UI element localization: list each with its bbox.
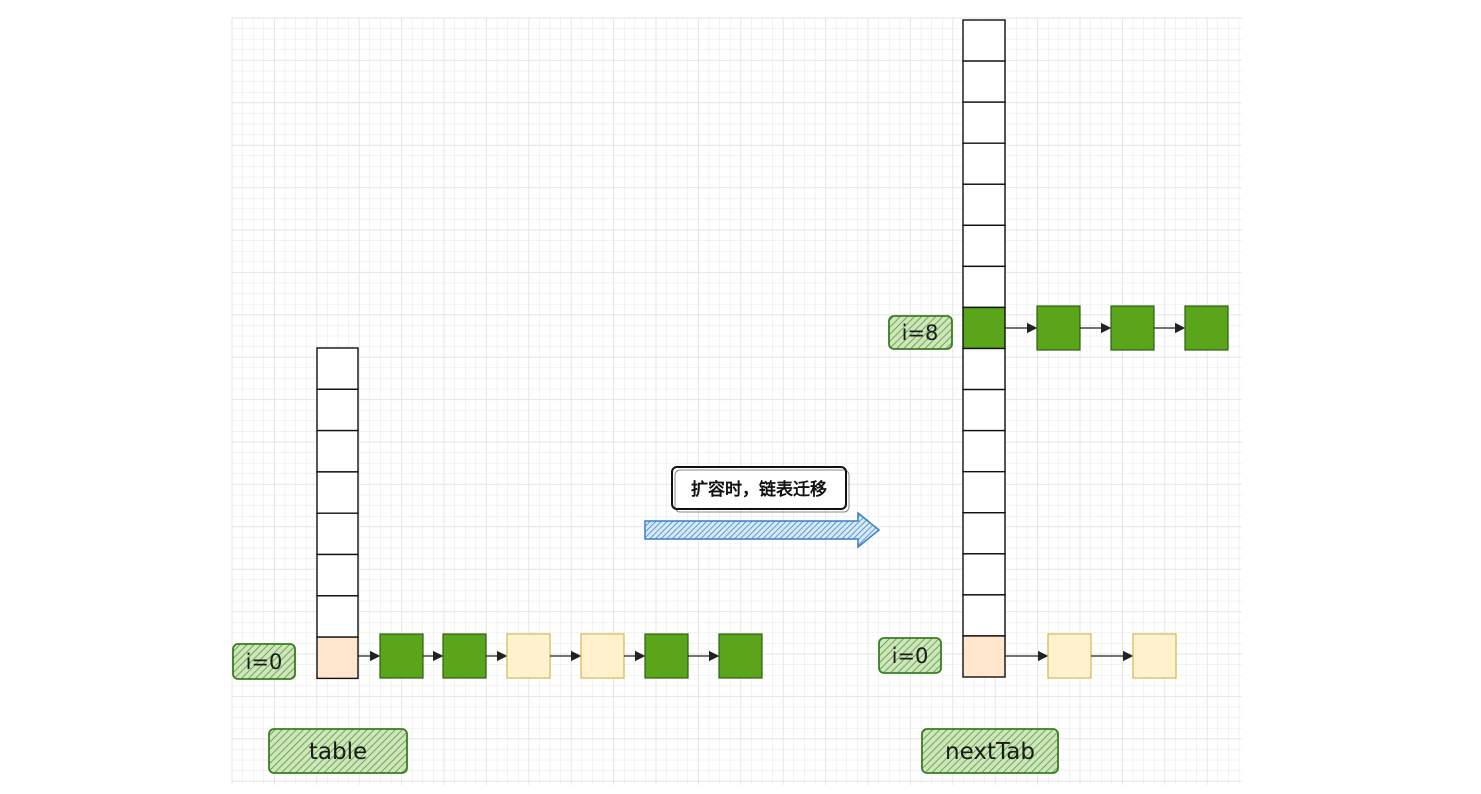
new-bucket [962, 470, 1006, 514]
old-index-label-text: i=0 [246, 650, 283, 674]
new-index-label-high: i=8 [888, 315, 953, 350]
old-bucket [316, 595, 359, 638]
new-bucket [962, 19, 1006, 62]
new-bucket [962, 265, 1006, 309]
old-bucket [316, 553, 359, 597]
list-node [442, 633, 487, 679]
new-bucket [962, 429, 1006, 473]
list-node [1110, 305, 1155, 351]
list-node [379, 633, 424, 679]
new-bucket [962, 553, 1006, 596]
new-bucket [962, 594, 1006, 637]
list-node [1184, 305, 1229, 351]
list-node [644, 633, 689, 679]
list-node [718, 633, 763, 679]
new-bucket-8 [962, 306, 1006, 350]
new-bucket [962, 183, 1006, 227]
old-table-array [316, 347, 359, 680]
new-table-name-text: nextTab [945, 739, 1035, 765]
new-bucket-0 [962, 635, 1006, 678]
new-bucket [962, 388, 1006, 432]
old-linked-list [358, 633, 763, 679]
new-bucket [962, 101, 1006, 144]
old-bucket [316, 429, 359, 473]
new-bucket [962, 347, 1006, 391]
list-node [1036, 305, 1081, 351]
old-bucket [316, 388, 359, 432]
old-table-name-text: table [309, 739, 367, 765]
new-index-label-low-text: i=0 [892, 644, 929, 668]
new-linked-list-high [1005, 305, 1229, 351]
list-node [1132, 633, 1177, 679]
new-table-name-label: nextTab [921, 728, 1059, 774]
list-node [580, 633, 625, 679]
new-index-label-high-text: i=8 [902, 321, 939, 345]
list-node [1047, 633, 1092, 679]
new-linked-list-low [1005, 633, 1177, 679]
new-index-label-low: i=0 [878, 637, 942, 674]
new-table-array [962, 19, 1006, 678]
old-bucket-0 [316, 636, 359, 680]
new-bucket [962, 142, 1006, 185]
old-bucket [316, 347, 359, 390]
new-bucket [962, 224, 1006, 268]
list-node [506, 633, 551, 679]
caption-box: 扩容时，链表迁移 [671, 466, 850, 513]
old-table-name-label: table [268, 728, 408, 774]
new-bucket [962, 60, 1006, 103]
old-bucket [316, 471, 359, 514]
caption-text: 扩容时，链表迁移 [691, 479, 827, 500]
old-index-label: i=0 [232, 643, 296, 680]
new-bucket [962, 512, 1006, 555]
migration-arrow [644, 511, 881, 549]
old-bucket [316, 512, 359, 556]
